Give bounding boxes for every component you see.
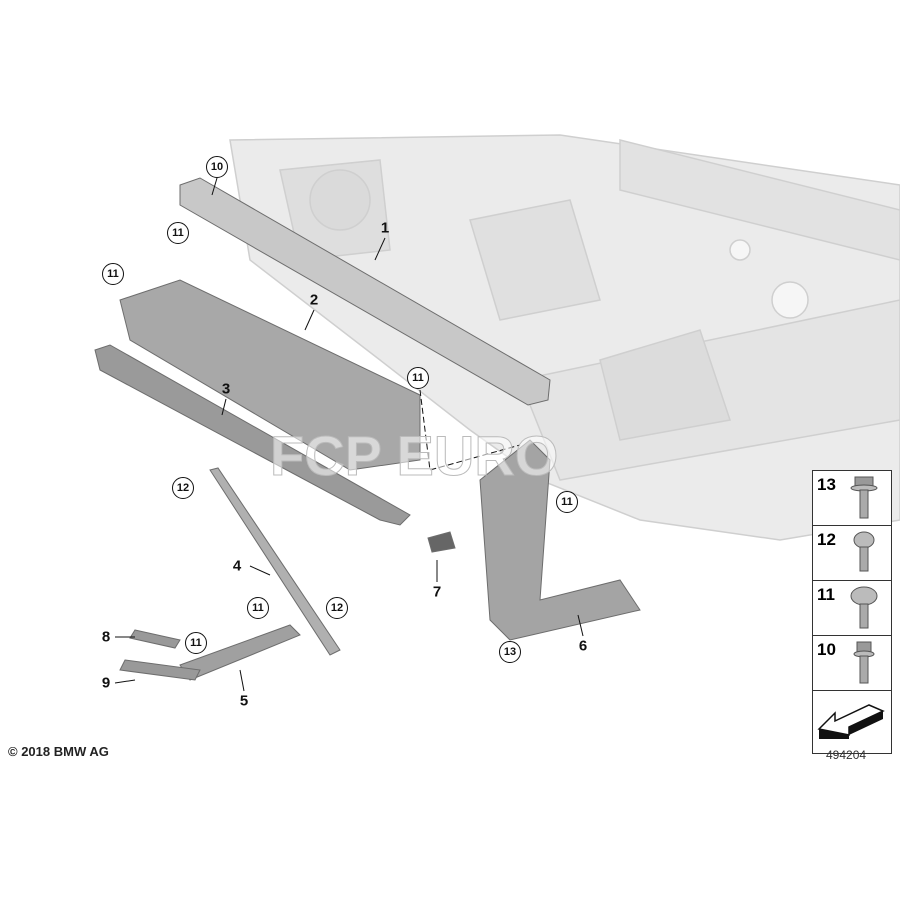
part-4-strut bbox=[209, 467, 341, 656]
callout-circled-12: 12 bbox=[172, 477, 194, 499]
callout-4: 4 bbox=[232, 557, 242, 575]
part-2-shield bbox=[119, 279, 421, 471]
part-3-carrier bbox=[94, 344, 411, 526]
legend-number: 11 bbox=[817, 585, 835, 604]
callout-1: 1 bbox=[380, 219, 390, 237]
leader-lines bbox=[114, 177, 584, 692]
callout-circled-11: 11 bbox=[247, 597, 269, 619]
vehicle-front-frame bbox=[229, 134, 900, 541]
part-7-clip bbox=[427, 531, 456, 553]
callout-circled-11: 11 bbox=[185, 632, 207, 654]
legend-number: 13 bbox=[817, 475, 836, 494]
callout-circled-10: 10 bbox=[206, 156, 228, 178]
callout-circled-11: 11 bbox=[407, 367, 429, 389]
callout-circled-11: 11 bbox=[556, 491, 578, 513]
callout-circled-12: 12 bbox=[326, 597, 348, 619]
legend-number: 10 bbox=[817, 640, 836, 659]
legend-number: 12 bbox=[817, 530, 836, 549]
callout-6: 6 bbox=[578, 637, 588, 655]
parts bbox=[94, 177, 641, 681]
callout-7: 7 bbox=[432, 583, 442, 601]
callout-2: 2 bbox=[309, 291, 319, 309]
callout-8: 8 bbox=[101, 628, 111, 646]
callout-circled-13: 13 bbox=[499, 641, 521, 663]
legend-item-13: 13 bbox=[813, 471, 891, 526]
legend-item-10: 10 bbox=[813, 636, 891, 691]
legend-item-direction bbox=[813, 691, 891, 753]
callout-3: 3 bbox=[221, 380, 231, 398]
fastener-legend: 13 12 11 10 bbox=[812, 470, 892, 754]
callout-circled-11: 11 bbox=[102, 263, 124, 285]
part-8-plate bbox=[129, 629, 181, 649]
part-9-plate bbox=[119, 659, 201, 681]
callout-circled-11: 11 bbox=[167, 222, 189, 244]
legend-item-11: 11 bbox=[813, 581, 891, 636]
torx-pan-screw-icon bbox=[853, 531, 875, 572]
callout-5: 5 bbox=[239, 692, 249, 710]
direction-arrow-icon bbox=[817, 704, 885, 739]
copyright-text: © 2018 BMW AG bbox=[8, 744, 109, 759]
part-1-crossmember bbox=[179, 177, 551, 406]
hex-flange-bolt-icon bbox=[850, 476, 878, 519]
flat-head-screw-icon bbox=[850, 586, 878, 629]
watermark-logo: FCP EURO bbox=[270, 424, 558, 487]
callout-9: 9 bbox=[101, 674, 111, 692]
legend-item-12: 12 bbox=[813, 526, 891, 581]
part-6-support bbox=[479, 439, 641, 641]
diagram-reference-number: 494204 bbox=[826, 748, 867, 762]
hex-bolt-icon bbox=[853, 641, 875, 684]
